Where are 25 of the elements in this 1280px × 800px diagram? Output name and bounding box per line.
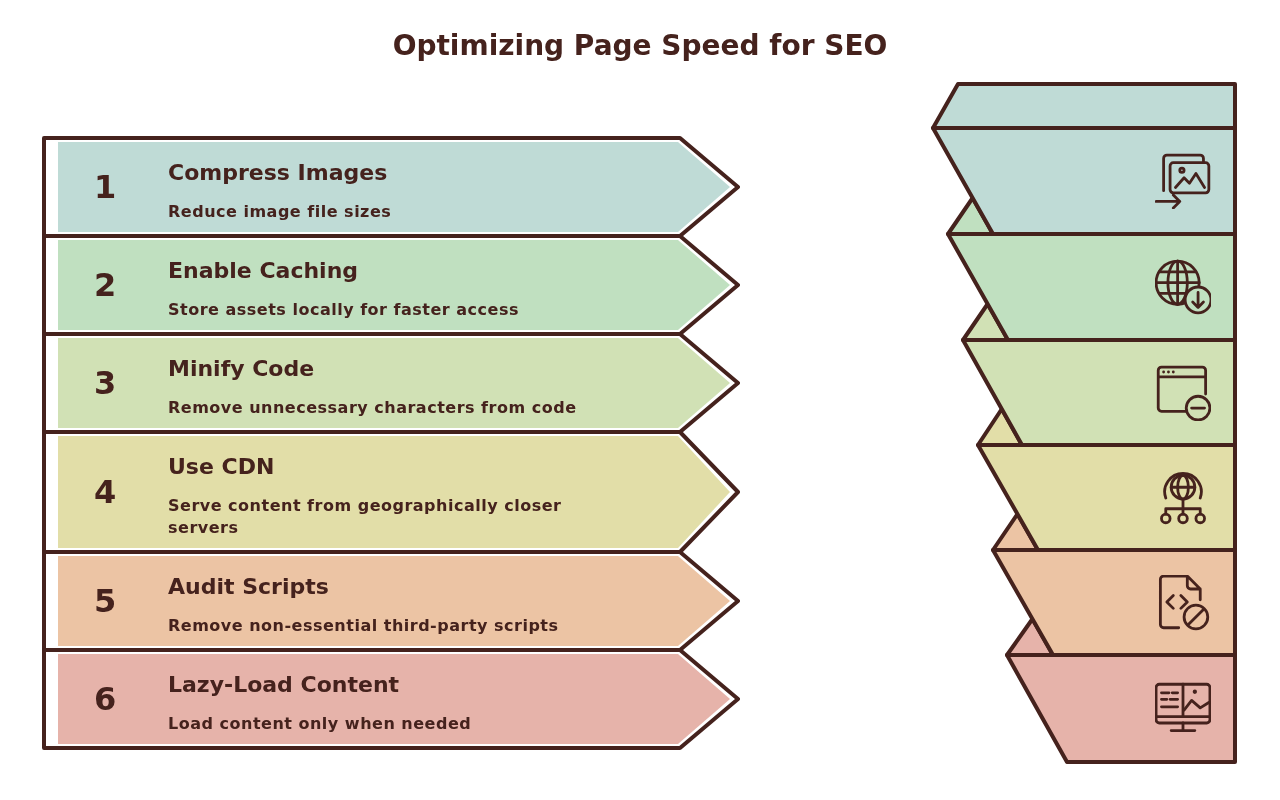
step-title: Compress Images (168, 160, 388, 186)
step-description: Remove non-essential third-party scripts (168, 615, 559, 637)
step-title: Minify Code (168, 356, 315, 382)
step-panel (42, 648, 740, 750)
step-description: Reduce image file sizes (168, 201, 392, 223)
step-description: Remove unnecessary characters from code (168, 397, 577, 419)
step-number: 3 (94, 364, 117, 402)
step-number: 6 (94, 680, 117, 718)
diagram-title: Optimizing Page Speed for SEO (392, 28, 888, 64)
step-panel (42, 550, 740, 652)
step-panel (42, 332, 740, 434)
step-panel (42, 234, 740, 336)
step-title: Use CDN (168, 454, 275, 480)
step-title: Enable Caching (168, 258, 359, 284)
step-title: Lazy-Load Content (168, 672, 400, 698)
step-description: Load content only when needed (168, 713, 472, 735)
step-panel (42, 430, 740, 554)
step-number: 5 (94, 582, 117, 620)
step-title: Audit Scripts (168, 574, 329, 600)
step-number: 2 (94, 266, 117, 304)
step-description: Store assets locally for faster access (168, 299, 519, 321)
step-number: 1 (94, 168, 117, 206)
step-number: 4 (94, 473, 117, 511)
step-description: Serve content from geographically closer servers (168, 495, 563, 539)
step-panel (42, 136, 740, 238)
